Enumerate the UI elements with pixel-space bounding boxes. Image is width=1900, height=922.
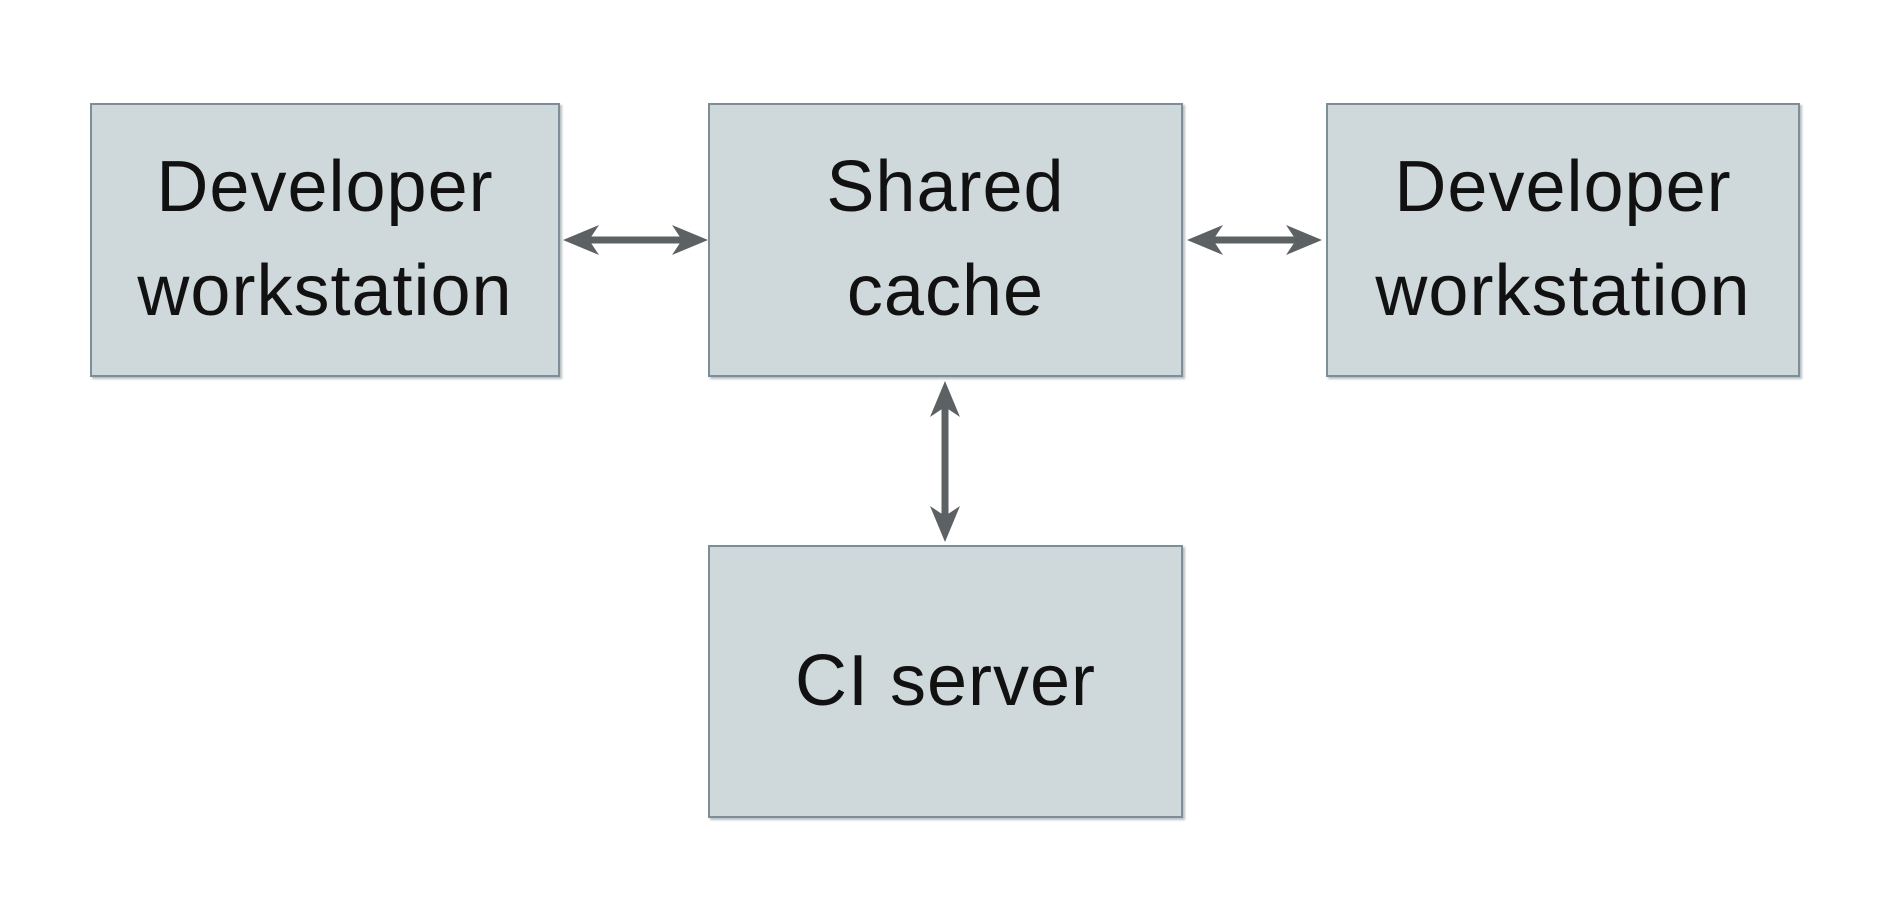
node-shared-cache: Shared cache [708,103,1183,377]
label-line: Shared [826,147,1065,228]
label-line: cache [846,251,1045,331]
node-developer-workstation-right: Developer workstation [1326,103,1800,377]
node-label: CI server [795,630,1096,734]
node-ci-server: CI server [708,545,1183,818]
label-line: Developer [1394,147,1732,228]
node-developer-workstation-left: Developer workstation [90,103,560,377]
node-label: Developer workstation [137,136,512,343]
node-label: Developer workstation [1375,136,1750,343]
node-label: Shared cache [826,136,1064,343]
label-line: workstation [137,251,513,331]
label-line: Developer [156,147,494,228]
label-line: workstation [1375,251,1751,331]
label-line: CI server [794,640,1097,721]
